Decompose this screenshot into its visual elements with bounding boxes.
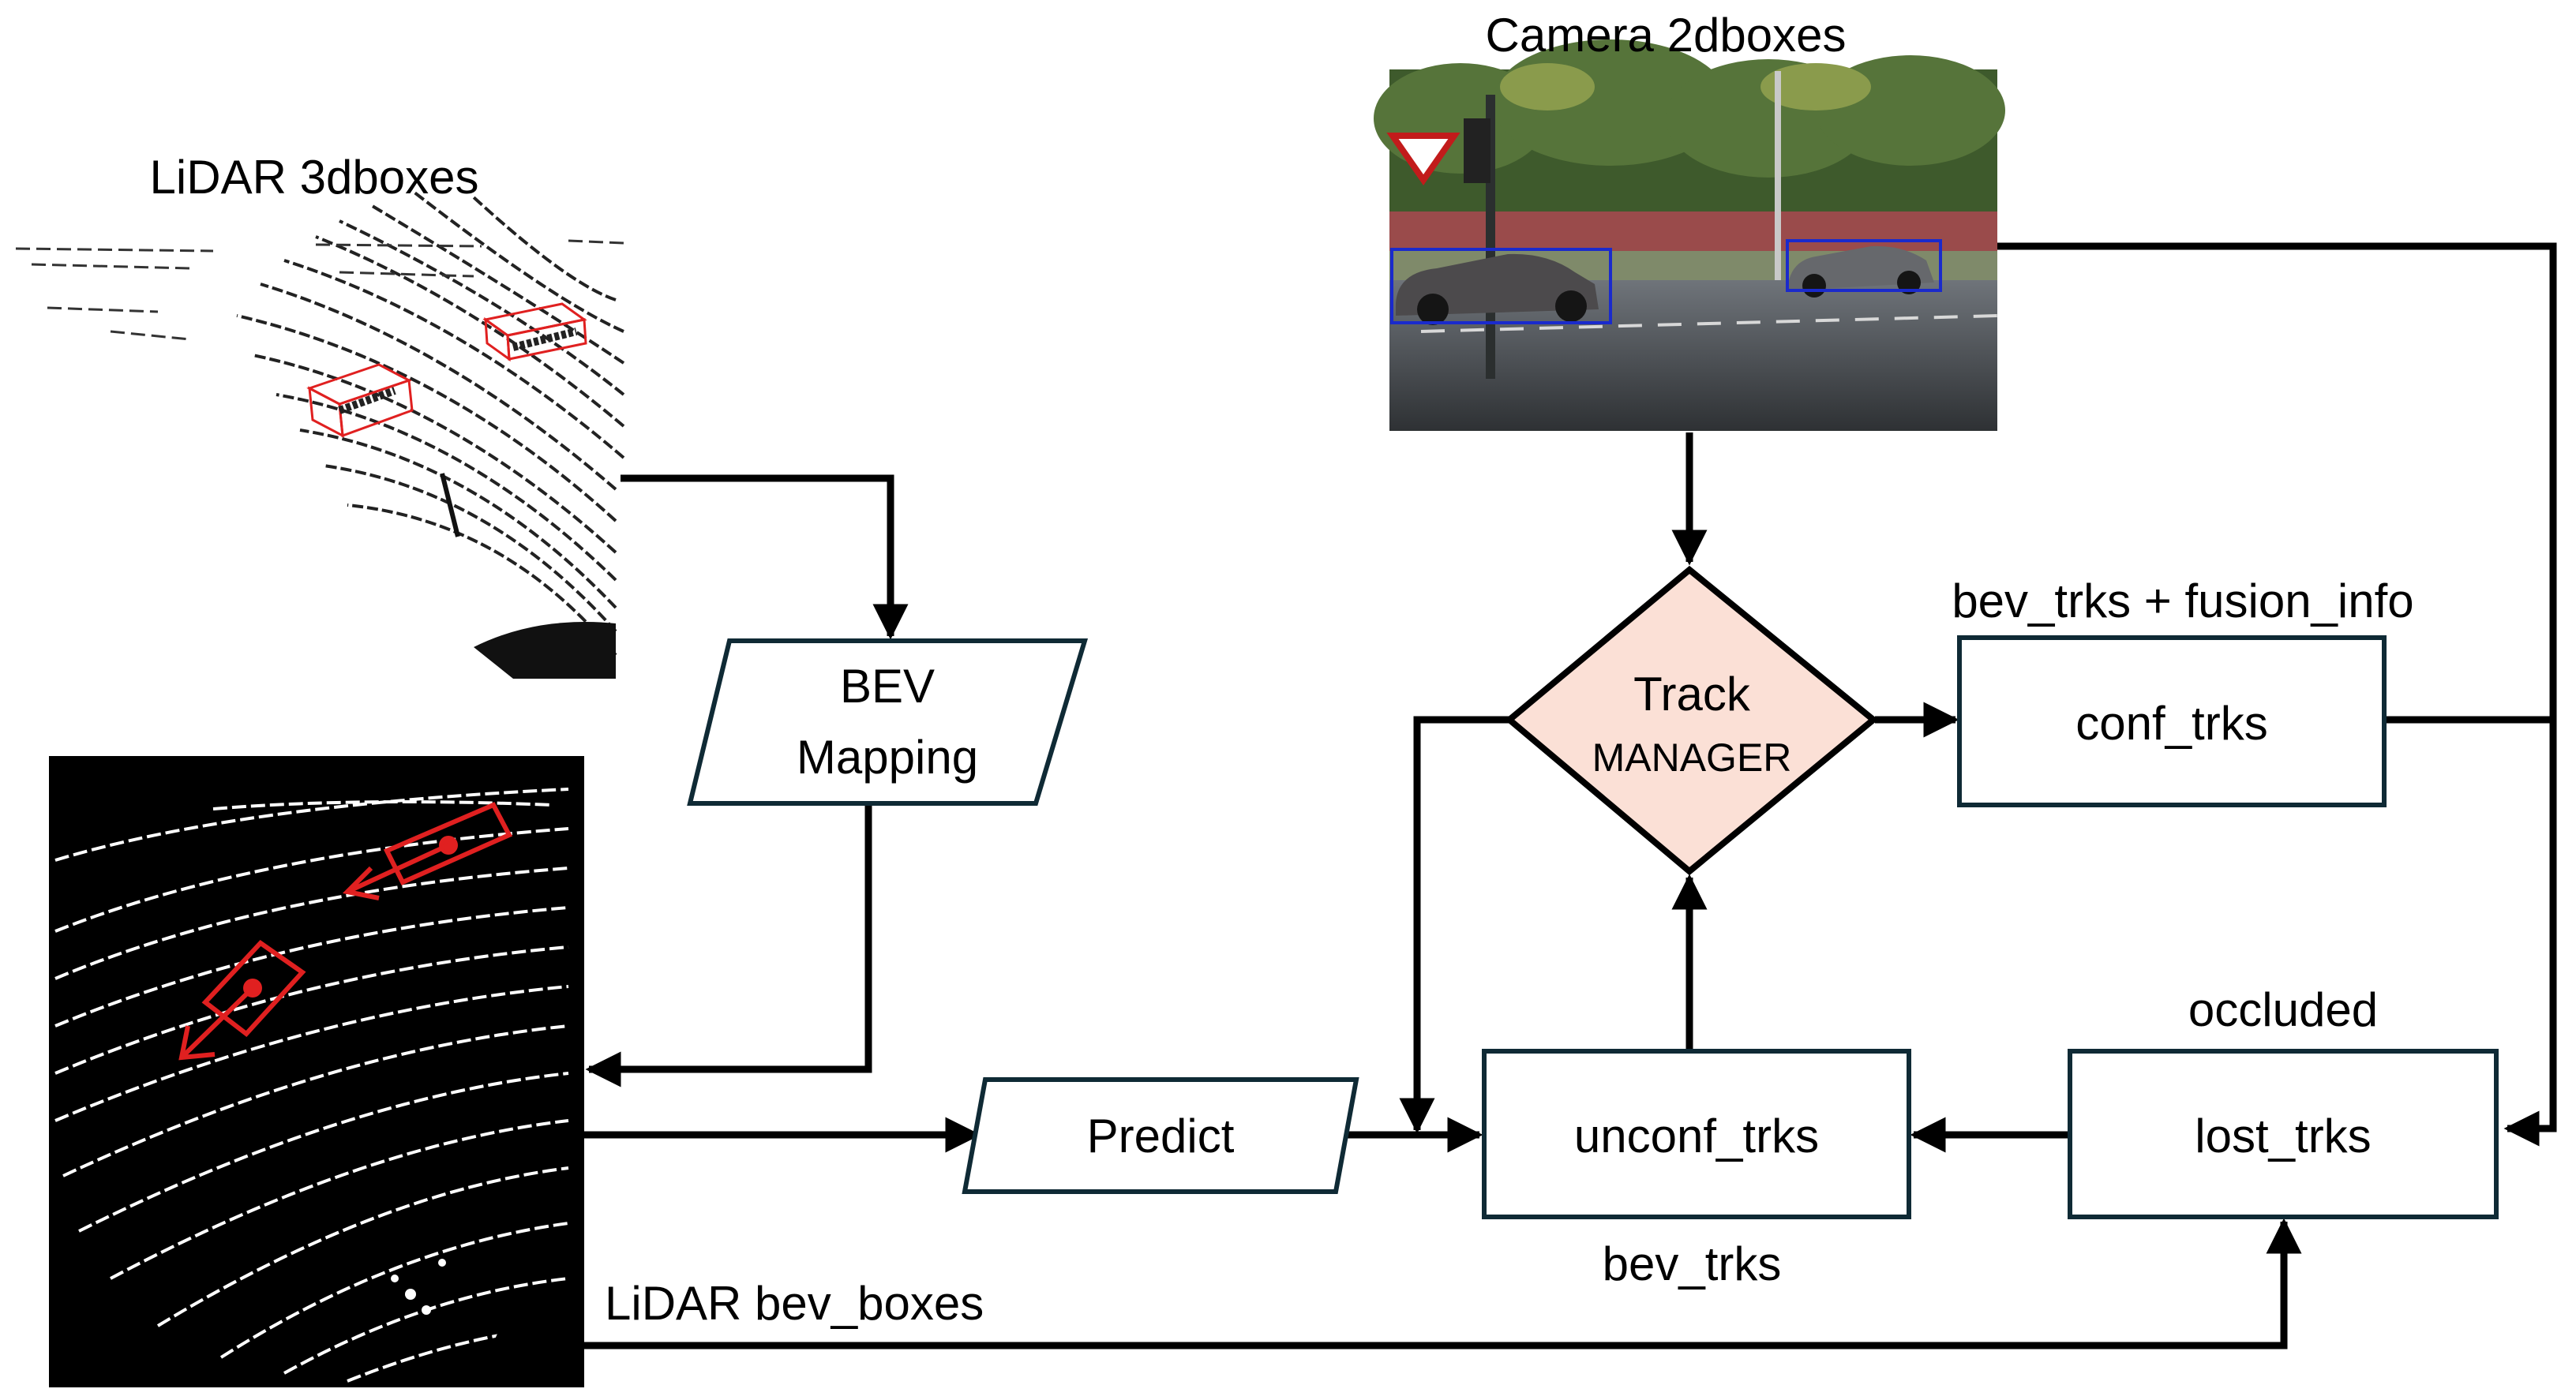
bev-trks-fusion-info-label: bev_trks + fusion_info: [1952, 575, 2413, 627]
lidar-3dboxes-label: LiDAR 3dboxes: [150, 151, 479, 204]
conf-trks-label: conf_trks: [2075, 697, 2267, 750]
lost-trks-label: lost_trks: [2195, 1110, 2371, 1162]
lost-trks-node: lost_trks: [2068, 1049, 2499, 1219]
camera-2dboxes-label: Camera 2dboxes: [1486, 9, 1847, 62]
conf-trks-node: conf_trks: [1957, 635, 2387, 807]
predict-node: Predict: [962, 1077, 1359, 1194]
unconf-trks-label: unconf_trks: [1574, 1110, 1819, 1162]
unconf-trks-node: unconf_trks: [1482, 1049, 1911, 1219]
occluded-label: occluded: [2188, 983, 2378, 1036]
lidar-bev-boxes-label: LiDAR bev_boxes: [605, 1277, 984, 1330]
bev-mapping-line1: BEV: [840, 660, 935, 713]
track-manager-line1: Track: [1633, 668, 1751, 721]
connectors: [584, 242, 2557, 1349]
track-manager-line2: MANAGER: [1592, 736, 1792, 780]
track-manager-node: Track MANAGER: [1504, 565, 1879, 876]
bev-mapping-line2: Mapping: [797, 731, 978, 784]
predict-label: Predict: [1087, 1110, 1235, 1162]
camera-image: [1374, 39, 2005, 431]
lidar-bev-image: [49, 756, 584, 1387]
lidar-3d-pointcloud-image: [15, 188, 625, 679]
bev-mapping-node: BEV Mapping: [687, 638, 1089, 806]
bev-trks-label: bev_trks: [1603, 1237, 1782, 1290]
